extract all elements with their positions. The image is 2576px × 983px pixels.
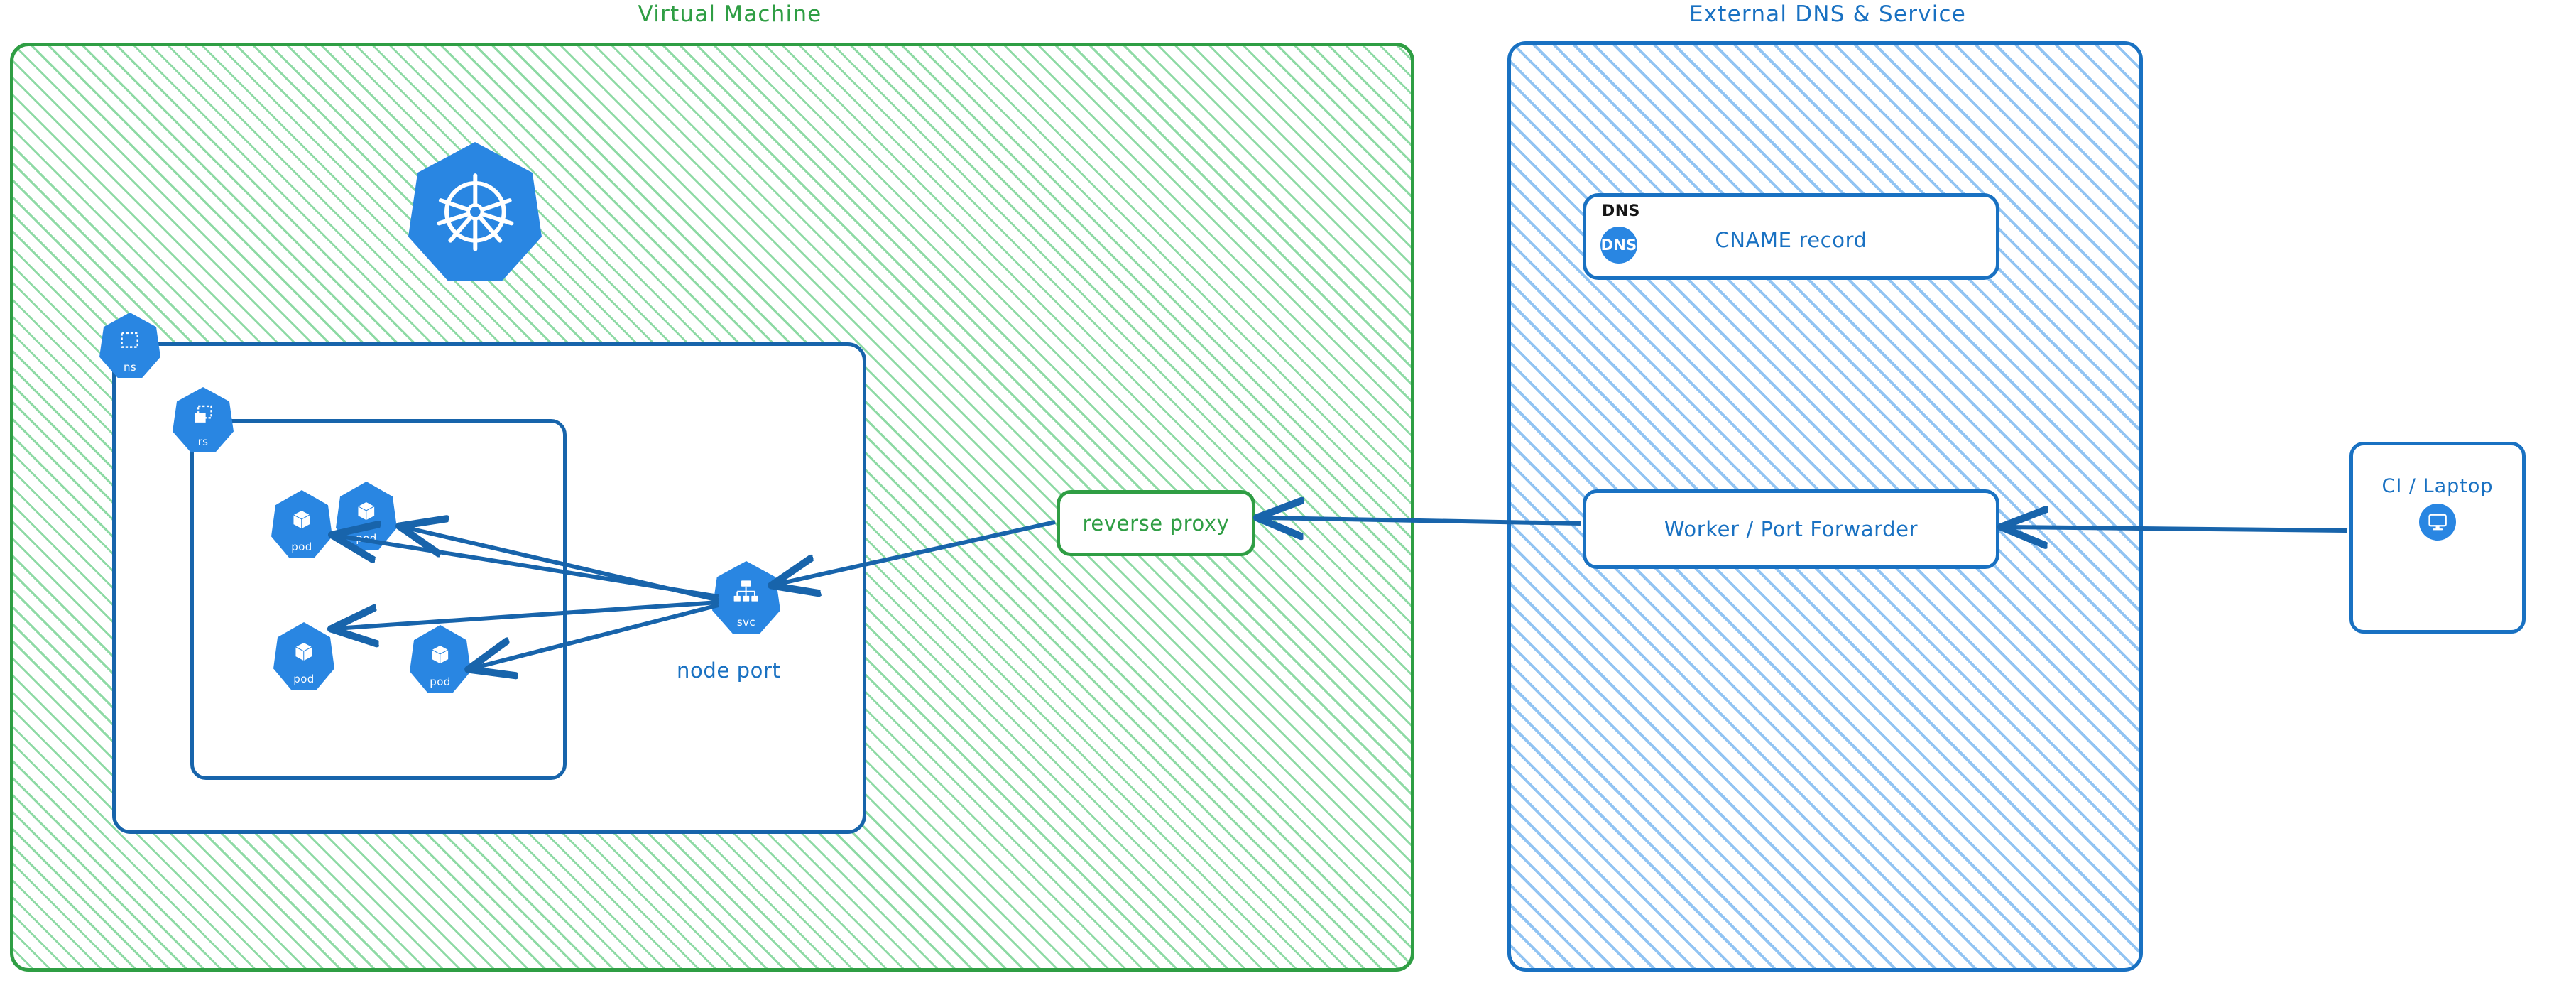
kubernetes-pod-badge-4[interactable]: pod bbox=[410, 625, 471, 693]
reverse-proxy-box[interactable]: reverse proxy bbox=[1057, 490, 1255, 556]
kubernetes-logo-icon bbox=[408, 142, 542, 281]
replicaset-badge-label: rs bbox=[197, 435, 209, 448]
pod-badge-label: pod bbox=[291, 541, 312, 554]
kubernetes-replicaset-box[interactable] bbox=[190, 419, 567, 780]
zone-title-external-dns-service: External DNS & Service bbox=[1688, 1, 1967, 27]
pod-badge-label: pod bbox=[430, 675, 451, 689]
kubernetes-pod-badge-3[interactable]: pod bbox=[273, 622, 334, 690]
kubernetes-pod-badge-1[interactable]: pod bbox=[271, 490, 332, 558]
service-badge-label: svc bbox=[736, 615, 756, 629]
cname-record-label: CNAME record bbox=[1715, 228, 1867, 252]
node-port-label: node port bbox=[677, 658, 781, 683]
pod-badge-label: pod bbox=[293, 673, 315, 686]
kubernetes-namespace-badge[interactable]: ns bbox=[99, 313, 160, 378]
ci-laptop-label: CI / Laptop bbox=[2381, 475, 2494, 497]
dns-badge-icon: DNS bbox=[1600, 227, 1637, 264]
kubernetes-replicaset-badge[interactable]: rs bbox=[173, 387, 234, 452]
ci-laptop-box[interactable]: CI / Laptop bbox=[2349, 442, 2526, 634]
dns-record-card[interactable]: DNS DNS CNAME record bbox=[1583, 193, 1999, 280]
namespace-badge-label: ns bbox=[123, 360, 137, 374]
zone-title-virtual-machine: Virtual Machine bbox=[638, 1, 822, 27]
worker-port-forwarder-box[interactable]: Worker / Port Forwarder bbox=[1583, 489, 1999, 569]
kubernetes-pod-badge-2[interactable]: pod bbox=[336, 482, 397, 550]
pod-badge-label: pod bbox=[356, 532, 377, 545]
monitor-icon bbox=[2419, 504, 2456, 541]
worker-port-forwarder-label: Worker / Port Forwarder bbox=[1664, 517, 1919, 541]
kubernetes-service-badge[interactable]: svc bbox=[712, 561, 780, 634]
reverse-proxy-label: reverse proxy bbox=[1082, 511, 1230, 536]
dns-card-tag: DNS bbox=[1602, 202, 1641, 220]
